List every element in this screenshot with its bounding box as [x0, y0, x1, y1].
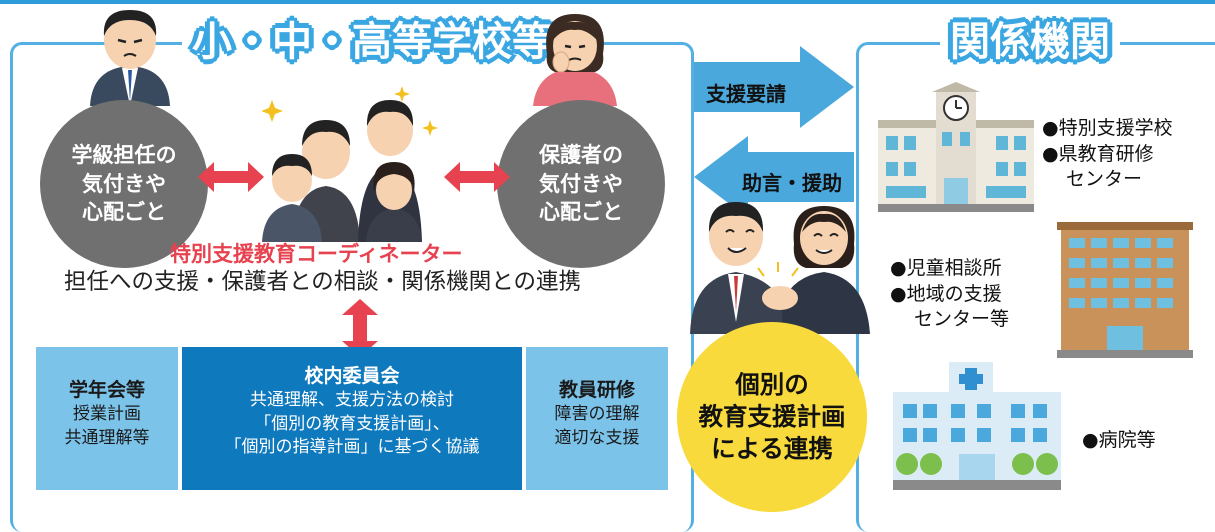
training-heading: 教員研修	[558, 379, 635, 401]
teacher-concern-circle: 学級担任の気付きや心配ごと	[40, 100, 208, 268]
teacher-coordinator-arrow	[198, 162, 264, 192]
agency-list-1: ●特別支援学校 ●県教育研修 センター	[1042, 117, 1173, 191]
support-request-arrow	[694, 46, 854, 128]
support-request-label: 支援要請	[706, 82, 786, 106]
advice-assistance-label: 助言・援助	[742, 171, 842, 195]
individual-plan-circle: 個別の 教育支援計画 による連携	[677, 322, 867, 512]
committee-box: 校内委員会 共通理解、支援方法の検討 「個別の教育支援計画」、 「個別の指導計画…	[182, 347, 522, 490]
coordinator-title: 特別支援教育コーディネーター	[170, 242, 463, 266]
training-box: 教員研修 障害の理解 適切な支援	[526, 347, 668, 490]
top-rule	[0, 0, 1215, 4]
staff-group-illustration	[262, 86, 438, 242]
parent-coordinator-arrow	[444, 162, 510, 192]
parent-concern-circle: 保護者の気付きや心配ごと	[497, 100, 665, 268]
hospital-building-icon	[893, 362, 1061, 490]
agency-list-2: ●児童相談所 ●地域の支援 センター等	[890, 257, 1010, 331]
special-school-building-icon	[878, 82, 1034, 212]
advice-assistance-arrow	[694, 136, 854, 218]
coordinator-roles: 担任への支援・保護者との相談・関係機関との連携	[64, 269, 582, 295]
parent-illustration	[533, 14, 617, 106]
grade-meeting-box: 学年会等 授業計画 共通理解等	[36, 347, 178, 490]
agency-list-3: ●病院等	[1082, 429, 1156, 451]
handshake-illustration	[690, 202, 870, 334]
office-building-icon	[1057, 222, 1193, 358]
agencies-section-title: 関係機関	[940, 22, 1120, 62]
grade-meeting-heading: 学年会等	[68, 379, 145, 401]
committee-heading: 校内委員会	[304, 365, 400, 387]
school-section-title: 小・中・高等学校等	[182, 22, 562, 62]
teacher-illustration	[90, 10, 170, 106]
coordinator-committee-arrow	[342, 299, 378, 357]
